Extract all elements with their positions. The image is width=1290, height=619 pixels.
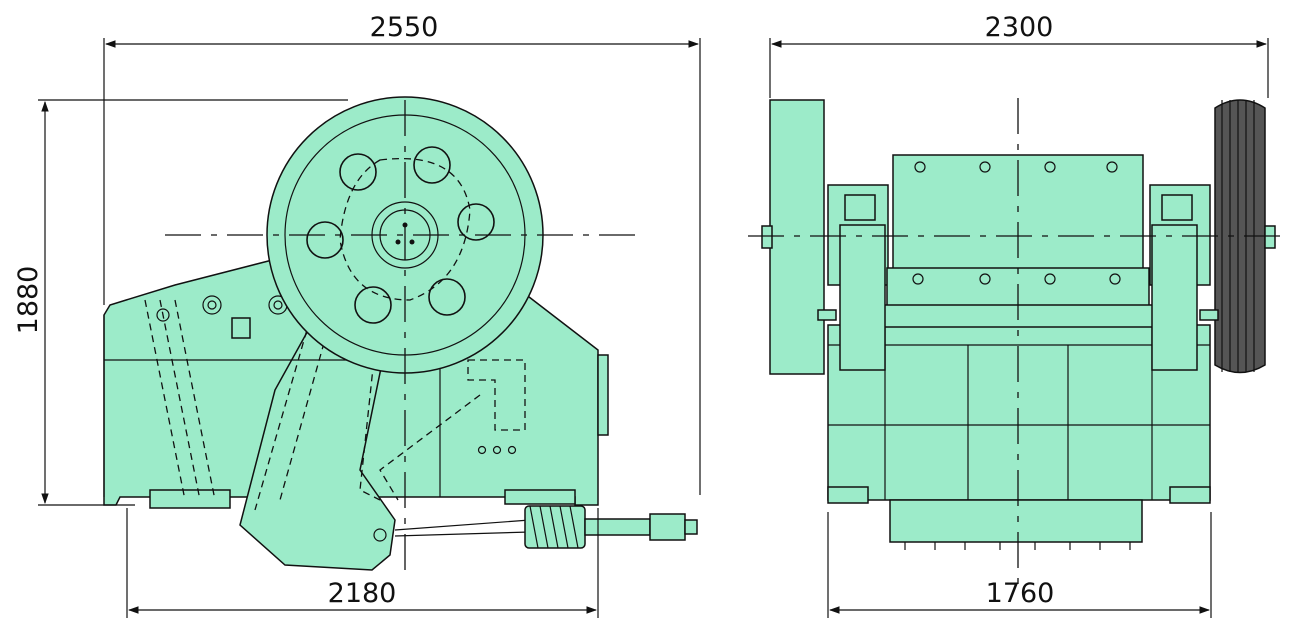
side-end-plate (597, 354, 609, 436)
dimension-side-base-length: 2180 (328, 578, 397, 609)
dimension-side-overall-width: 2550 (370, 12, 439, 43)
toggle-rod (394, 519, 531, 537)
tension-spring (524, 505, 698, 549)
dimension-front-base-width: 1760 (986, 578, 1055, 609)
front-lower-frame (889, 499, 1143, 543)
dimension-side-height: 1880 (13, 266, 44, 335)
side-foot-left (149, 489, 231, 509)
swing-jaw (239, 299, 396, 571)
front-view: 2300 1760 (748, 12, 1290, 618)
dimension-front-overall-width: 2300 (985, 12, 1054, 43)
front-flywheel-left (769, 99, 825, 375)
side-view: 2550 1880 2180 (13, 12, 701, 618)
side-foot-right (504, 489, 576, 505)
